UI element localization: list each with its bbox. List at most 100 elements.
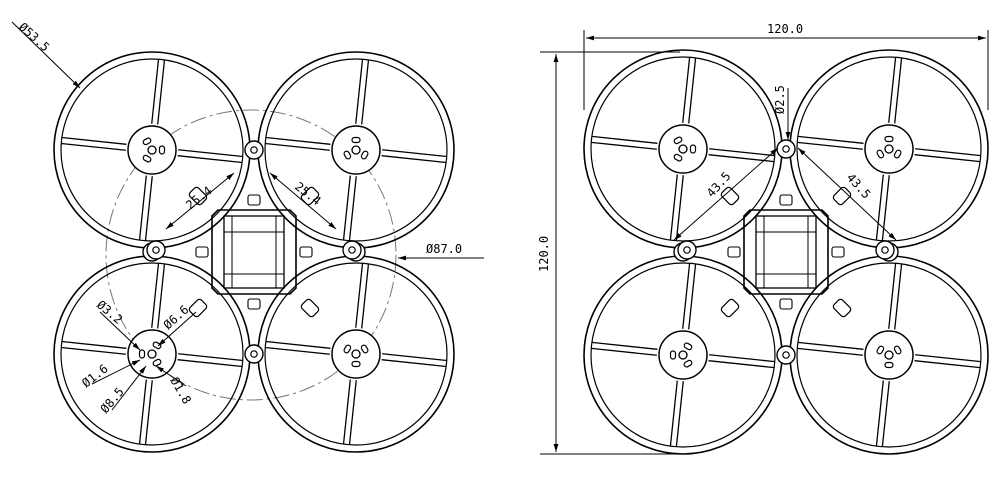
mount-hole bbox=[683, 246, 691, 254]
motor-slot-hole bbox=[152, 358, 162, 367]
side-tab bbox=[779, 194, 793, 206]
guard-spoke bbox=[888, 263, 897, 329]
mount-hole bbox=[152, 246, 160, 254]
prop-guard bbox=[53, 255, 251, 453]
side-tab bbox=[247, 298, 261, 310]
prop-guard bbox=[789, 49, 989, 249]
left-view: Ø53.5 Ø87.0 25.4 25.4 Ø3.2 Ø6.6 Ø1.6 Ø8.… bbox=[11, 20, 484, 453]
mount-boss bbox=[342, 240, 362, 260]
standoff-tab bbox=[832, 298, 852, 318]
side-tab bbox=[727, 246, 741, 258]
side-tab bbox=[299, 246, 313, 258]
mount-hole bbox=[250, 350, 258, 358]
guard-spoke bbox=[157, 59, 166, 125]
fc-board bbox=[755, 215, 817, 289]
motor-slot-hole bbox=[360, 344, 369, 354]
guard-spoke bbox=[361, 59, 370, 125]
guard-spoke bbox=[669, 380, 678, 447]
motor-slot-hole bbox=[360, 150, 369, 160]
dim-line-arm-left bbox=[165, 172, 235, 230]
fc-inner bbox=[231, 215, 277, 289]
guard-ring-inner bbox=[264, 262, 448, 446]
guard-spoke bbox=[591, 141, 657, 150]
guard-spoke bbox=[591, 347, 657, 356]
guard-spoke bbox=[381, 155, 447, 164]
dim-text-height: 120.0 bbox=[537, 236, 551, 272]
guard-spoke bbox=[682, 57, 691, 123]
mount-boss bbox=[776, 139, 796, 159]
guard-spoke bbox=[144, 176, 153, 241]
prop-guard bbox=[257, 51, 455, 249]
motor-mount bbox=[127, 329, 177, 379]
motor-slot-hole bbox=[138, 349, 146, 359]
guard-spoke bbox=[348, 380, 357, 445]
standoff-tab bbox=[188, 298, 208, 318]
guard-spoke bbox=[342, 379, 351, 445]
guard-spoke bbox=[591, 135, 658, 144]
guard-spoke bbox=[894, 263, 903, 330]
guard-spoke bbox=[61, 136, 127, 145]
motor-mount bbox=[658, 124, 708, 174]
guard-spoke bbox=[881, 381, 890, 447]
guard-spoke bbox=[178, 353, 243, 362]
dim-line-d66 bbox=[157, 311, 197, 347]
guard-spoke bbox=[888, 57, 897, 123]
guard-ring-inner bbox=[60, 58, 244, 242]
dim-text-frame-circle: Ø87.0 bbox=[426, 242, 462, 256]
motor-slot-hole bbox=[351, 360, 361, 368]
motor-slot-hole bbox=[351, 136, 361, 144]
motor-slot-hole bbox=[876, 345, 885, 355]
dim-line-arm-right bbox=[269, 172, 337, 230]
dim-line-d85 bbox=[111, 365, 147, 411]
guard-spoke bbox=[682, 263, 691, 329]
guard-spoke bbox=[915, 354, 981, 363]
guard-spoke bbox=[144, 380, 153, 445]
motor-center-hole bbox=[351, 145, 361, 155]
guard-spoke bbox=[675, 175, 684, 241]
motor-center-hole bbox=[147, 145, 157, 155]
motor-slot-hole bbox=[893, 345, 902, 355]
motor-slot-hole bbox=[683, 359, 693, 368]
side-tab bbox=[247, 194, 261, 206]
dim-line-diag-right bbox=[797, 147, 897, 241]
mount-boss bbox=[244, 344, 264, 364]
guard-spoke bbox=[151, 59, 160, 124]
guard-spoke bbox=[382, 149, 447, 158]
guard-spoke bbox=[591, 341, 658, 350]
dim-text-diag-left: 43.5 bbox=[704, 169, 734, 200]
guard-spoke bbox=[265, 136, 331, 145]
dim-text-d16: Ø1.6 bbox=[79, 362, 110, 391]
guard-spoke bbox=[342, 175, 351, 241]
guard-ring-inner bbox=[796, 262, 982, 448]
guard-spoke bbox=[669, 174, 678, 241]
guard-spoke bbox=[138, 379, 147, 445]
side-tab bbox=[831, 246, 845, 258]
guard-spoke bbox=[265, 346, 330, 355]
guard-spoke bbox=[797, 141, 863, 150]
guard-spoke bbox=[138, 175, 147, 241]
motor-center-hole bbox=[351, 349, 361, 359]
motor-mount bbox=[331, 125, 381, 175]
prop-guard bbox=[583, 49, 783, 249]
dim-leader-prop-guard bbox=[11, 21, 81, 89]
dim-text-hole: Ø2.5 bbox=[773, 85, 787, 114]
mount-boss bbox=[776, 345, 796, 365]
frame-circle-dashed bbox=[105, 109, 397, 401]
guard-spoke bbox=[709, 148, 775, 157]
guard-spoke bbox=[894, 57, 903, 124]
motor-slot-hole bbox=[142, 154, 152, 163]
guard-spoke bbox=[708, 360, 775, 369]
motor-slot-hole bbox=[142, 137, 152, 146]
motor-slot-hole bbox=[343, 344, 352, 354]
dim-line-d32 bbox=[99, 311, 141, 351]
prop-guard bbox=[583, 255, 783, 455]
guard-spoke bbox=[178, 149, 243, 158]
guard-spoke bbox=[348, 176, 357, 241]
prop-guard bbox=[53, 51, 251, 249]
guard-spoke bbox=[355, 263, 364, 328]
guard-spoke bbox=[151, 263, 160, 328]
mount-hole bbox=[782, 351, 790, 359]
guard-spoke bbox=[915, 148, 981, 157]
motor-slot-hole bbox=[669, 350, 677, 360]
guard-ring-inner bbox=[60, 262, 244, 446]
